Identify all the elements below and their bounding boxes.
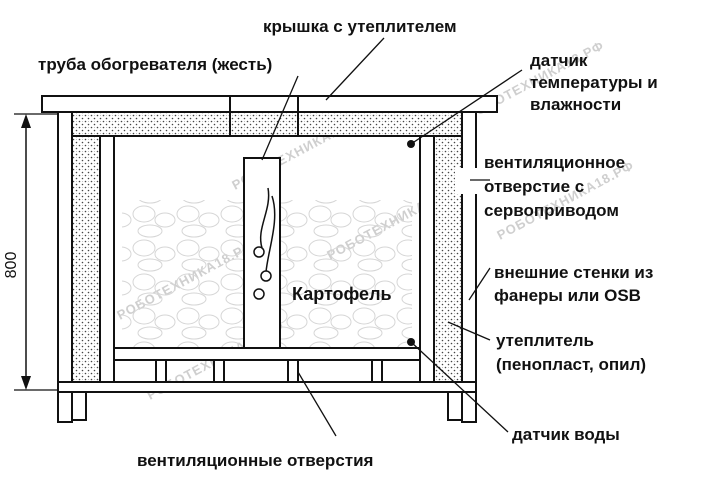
vent-opening <box>455 168 483 194</box>
label-vent-servo: сервоприводом <box>484 201 619 220</box>
label-insulation: утеплитель <box>496 331 594 350</box>
label-vent-servo: вентиляционное <box>484 153 625 172</box>
label-vent-holes: вентиляционные отверстия <box>137 451 373 470</box>
label-sensor-temp: датчик <box>530 51 588 70</box>
lid <box>41 95 498 137</box>
label-water-sensor: датчик воды <box>512 425 620 444</box>
label-vent-servo: отверстие с <box>484 177 584 196</box>
height-label: 800 <box>3 252 20 279</box>
height-dimension: 800 <box>3 113 58 391</box>
label-lid: крышка с утеплителем <box>263 17 457 36</box>
label-insulation: (пенопласт, опил) <box>496 355 646 374</box>
label-sensor-temp: температуры и <box>530 73 658 92</box>
label-heater-pipe: труба обогревателя (жесть) <box>38 55 272 74</box>
bottom-floor <box>57 347 477 421</box>
label-outer-walls: фанеры или OSB <box>494 286 641 305</box>
leader-lines <box>261 37 523 437</box>
heater-pipe <box>243 157 281 349</box>
label-potato: Картофель <box>292 284 392 304</box>
left-wall <box>57 111 115 423</box>
label-sensor-temp: влажности <box>530 95 621 114</box>
label-outer-walls: внешние стенки из <box>494 263 653 282</box>
